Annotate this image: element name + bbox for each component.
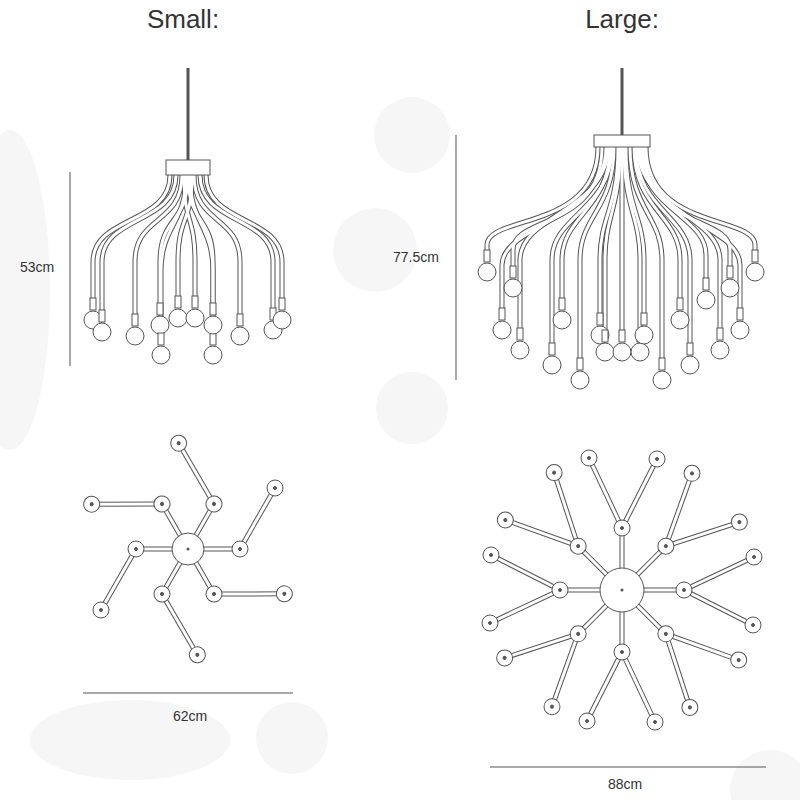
large-top-view <box>482 450 762 730</box>
dimension-label: 53cm <box>20 260 54 275</box>
background-blobs <box>0 97 800 800</box>
dimension-line <box>83 693 293 694</box>
dimension-line <box>490 767 766 768</box>
large-front-view <box>456 68 764 389</box>
dimension-label: 77.5cm <box>393 250 439 265</box>
view-heading: Large: <box>585 5 659 34</box>
dimension-label: 88cm <box>608 777 642 792</box>
small-top-view <box>81 432 296 666</box>
dimension-line <box>70 172 71 366</box>
small-front-view <box>70 68 291 366</box>
dimension-line <box>456 135 457 380</box>
dimension-label: 62cm <box>173 709 207 724</box>
view-heading: Small: <box>147 5 219 34</box>
